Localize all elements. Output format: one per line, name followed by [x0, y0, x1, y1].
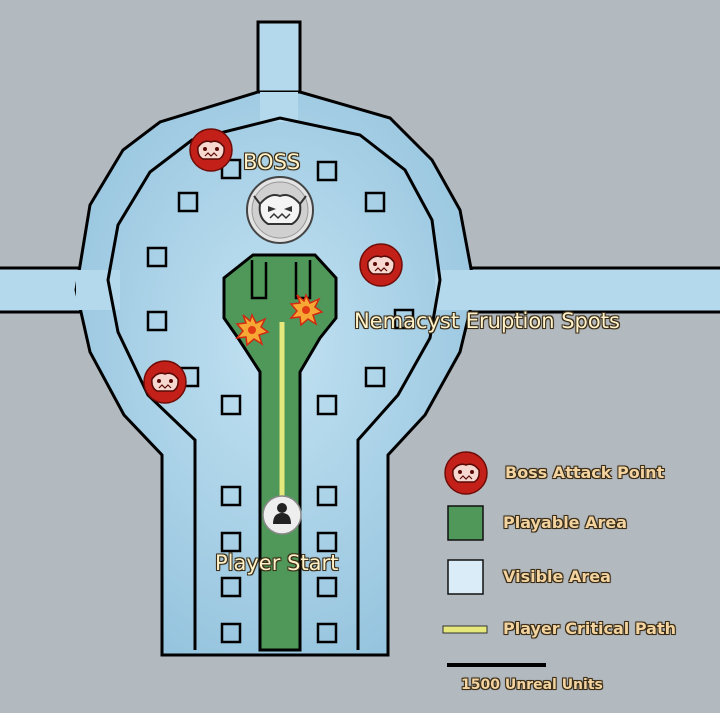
- eruption-spot-icon: [289, 293, 324, 327]
- cover-pillars: [146, 158, 415, 644]
- player-start-icon: [262, 495, 302, 535]
- scale-bar: [447, 663, 546, 667]
- boss-label: BOSS: [243, 150, 301, 174]
- green-square-swatch: [447, 505, 484, 541]
- boss-icon: [246, 176, 314, 244]
- scale-label: 1500 Unreal Units: [461, 677, 603, 693]
- east-corridor: [438, 266, 720, 314]
- boss-attack-point-icon: [359, 243, 403, 287]
- eruption-spots-label: Nemacyst Eruption Spots: [354, 309, 620, 333]
- boss-attack-icon: [444, 451, 488, 495]
- visible-area-shell: [0, 20, 720, 657]
- legend-label-visible-area: Visible Area: [503, 567, 611, 586]
- boss-attack-point-icon: [189, 128, 233, 172]
- legend-label-critical-path: Player Critical Path: [503, 619, 676, 638]
- light-blue-square-swatch: [447, 559, 484, 595]
- legend-label-boss-attack: Boss Attack Point: [505, 463, 665, 482]
- yellow-line-swatch: [442, 625, 488, 634]
- boss-attack-point-icon: [143, 360, 187, 404]
- arena-inner-wall: [106, 116, 442, 650]
- player-start-label: Player Start: [215, 551, 339, 575]
- eruption-spot-icon: [235, 313, 270, 347]
- legend-label-playable-area: Playable Area: [503, 513, 628, 532]
